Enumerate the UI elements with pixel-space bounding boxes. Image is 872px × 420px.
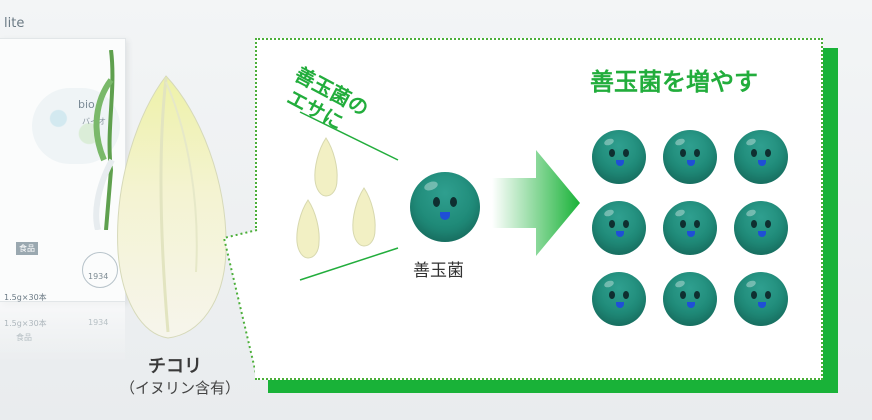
bacteria-face-icon — [663, 130, 717, 184]
bacteria-face-icon — [592, 130, 646, 184]
small-chicory-icon — [296, 199, 320, 259]
bacteria-face-icon — [592, 272, 646, 326]
product-reflection — [0, 302, 125, 362]
product-seal-year: 1934 — [88, 272, 109, 281]
chicory-sub-label: （イヌリン含有） — [120, 379, 241, 397]
heading: 善玉菌を増やす — [590, 68, 758, 96]
bacteria-face-icon — [734, 201, 788, 255]
speech-tail-icon — [222, 229, 261, 379]
small-chicory-icon — [352, 187, 376, 247]
reflection-spec: 1.5g×30本 — [4, 319, 47, 328]
bacteria-face-icon — [410, 172, 480, 242]
chicory-label: チコリ — [148, 356, 202, 377]
chicory-icon — [117, 75, 227, 339]
product-seal-icon — [82, 252, 118, 288]
product-illustration — [32, 88, 120, 164]
bacteria-face-icon — [663, 272, 717, 326]
bacteria-face-icon — [734, 272, 788, 326]
plant-icon — [93, 50, 115, 230]
product-brand: lite — [4, 16, 25, 31]
bacteria-label: 善玉菌 — [413, 261, 464, 281]
product-name: bio — [78, 98, 95, 111]
arrow-right-icon — [492, 150, 580, 256]
reflection-badge: 食品 — [16, 333, 32, 342]
bacteria-face-icon — [592, 201, 646, 255]
small-chicory-icon — [314, 137, 338, 197]
bacteria-face-icon — [734, 130, 788, 184]
bacteria-face-icon — [663, 201, 717, 255]
product-badge: 食品 — [16, 242, 38, 255]
product-spec: 1.5g×30本 — [4, 293, 47, 302]
reflection-year: 1934 — [88, 318, 109, 327]
guide-lines — [299, 111, 399, 281]
